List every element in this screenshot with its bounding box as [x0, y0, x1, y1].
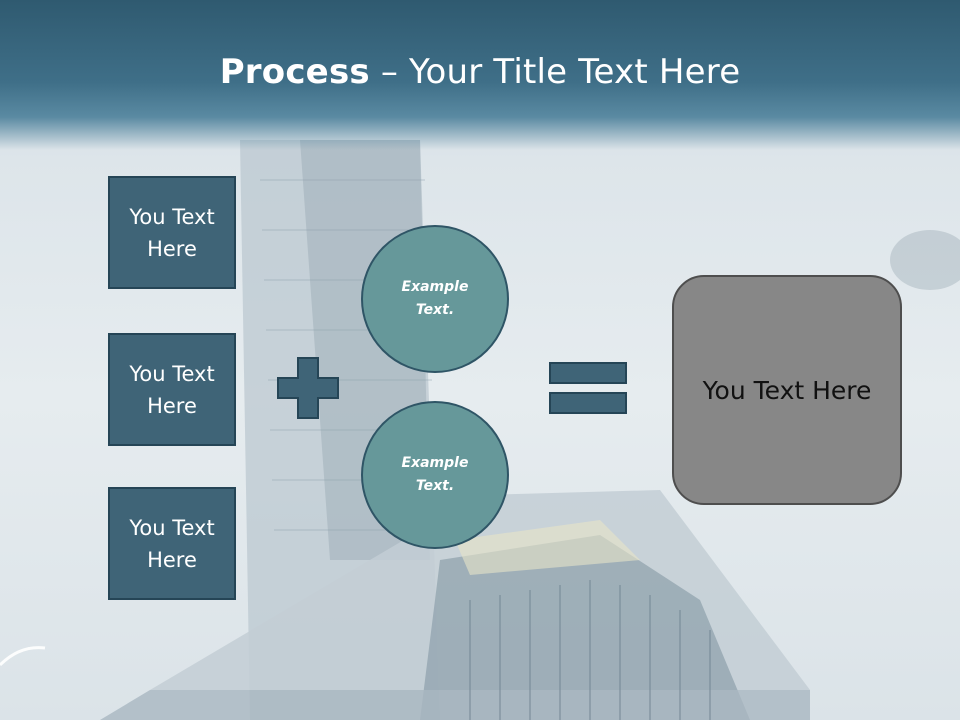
result-box-label: You Text Here	[702, 375, 872, 405]
title-bar	[0, 0, 960, 150]
example-circle-1[interactable]: Example Text.	[361, 225, 509, 373]
text-box-2[interactable]: You Text Here	[108, 333, 236, 446]
text-box-3[interactable]: You Text Here	[108, 487, 236, 600]
slide-title: Process – Your Title Text Here	[0, 52, 960, 92]
title-bold: Process	[219, 52, 370, 92]
result-box[interactable]: You Text Here	[672, 275, 902, 505]
title-rest: – Your Title Text Here	[369, 52, 741, 92]
equals-icon	[549, 362, 627, 414]
plus-icon	[277, 357, 339, 419]
text-box-1[interactable]: You Text Here	[108, 176, 236, 289]
example-circle-2[interactable]: Example Text.	[361, 401, 509, 549]
example-circle-1-label: Example Text.	[401, 279, 469, 318]
text-box-2-label: You Text Here	[129, 361, 215, 418]
text-box-3-label: You Text Here	[129, 515, 215, 572]
text-box-1-label: You Text Here	[129, 204, 215, 261]
example-circle-2-label: Example Text.	[401, 455, 469, 494]
